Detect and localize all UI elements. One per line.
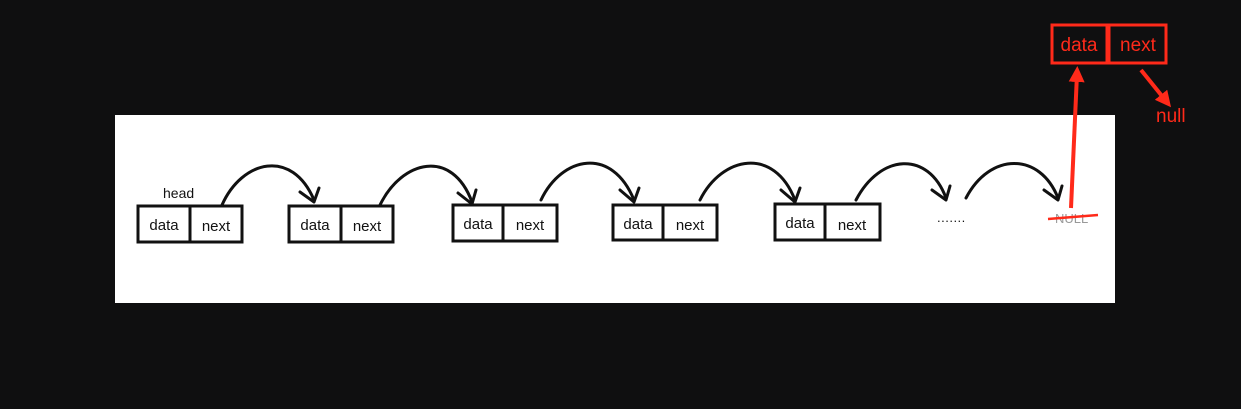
node-next-label: next [353,218,382,235]
diagram-panel [115,115,1115,303]
link-arrow-5 [854,162,948,202]
node-next-cell [661,203,719,242]
null-strike-line [1047,213,1099,221]
annotation-data-label: data [1061,35,1098,56]
node-next-cell [823,202,882,242]
list-node-4: data next [611,203,719,242]
node-next-label: next [516,217,545,234]
annotation-null-arrow [1139,68,1172,108]
head-label: head [163,185,194,201]
list-node-2: data next [287,204,395,244]
list-node-5: data next [773,202,882,242]
annotation-node: data next [1050,23,1168,65]
link-arrow-3 [539,161,636,202]
link-arrowhead-3 [618,186,641,204]
link-arrowhead-4 [779,186,802,204]
null-text-struck: NULL [1055,211,1088,226]
annotation-up-arrow [1068,66,1085,209]
annotation-next-label: next [1120,35,1157,56]
node-data-label: data [623,216,653,233]
node-data-label: data [149,217,179,234]
link-arrow-2 [378,164,474,207]
node-next-cell [501,203,559,243]
link-arrow-4 [698,161,797,202]
link-arrowhead-2 [456,188,478,206]
annotation-next-cell [1107,23,1168,65]
link-arrow-6 [964,162,1060,200]
node-data-label: data [463,216,493,233]
list-node-1: data next [136,204,244,244]
link-arrowhead-6 [1042,184,1064,202]
ellipsis: ....... [937,210,966,225]
annotation-data-cell [1050,23,1109,65]
link-arrow-1 [220,164,316,207]
node-next-label: next [838,217,867,234]
annotation-null-label: null [1156,106,1186,127]
node-data-label: data [785,215,815,232]
node-next-cell [339,204,395,244]
node-next-label: next [676,217,705,234]
node-data-label: data [300,217,330,234]
list-node-3: data next [451,203,559,243]
node-next-cell [188,204,244,244]
node-next-label: next [202,218,231,235]
link-arrowhead-1 [298,186,321,204]
link-arrowhead-5 [930,184,952,202]
